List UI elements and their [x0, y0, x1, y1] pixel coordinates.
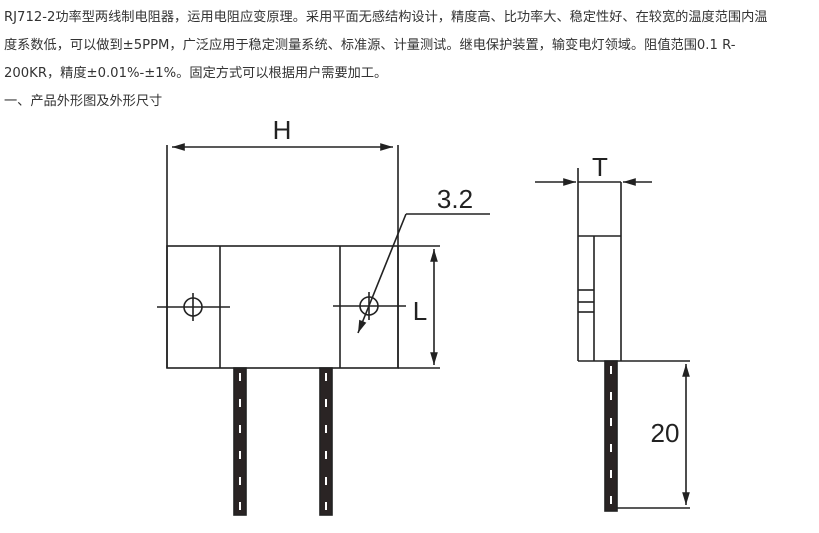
dim-L-label: L: [413, 296, 427, 326]
dim-lead-label: 20: [651, 418, 680, 448]
description-line-1: RJ712-2功率型两线制电阻器，运用电阻应变原理。采用平面无感结构设计，精度高…: [4, 10, 768, 25]
description-line-2: 度系数低，可以做到±5PPM，广泛应用于稳定测量系统、标准源、计量测试。继电保护…: [4, 38, 736, 53]
side-view: T 20: [535, 152, 690, 512]
section-heading: 一、产品外形图及外形尺寸: [4, 94, 163, 109]
dim-H-label: H: [273, 115, 292, 145]
dim-T-label: T: [592, 152, 608, 182]
front-view: H 3.2 L: [157, 115, 490, 516]
dim-hole-label: 3.2: [437, 184, 473, 214]
description-line-3: 200KR，精度±0.01%-±1%。固定方式可以根据用户需要加工。: [4, 66, 388, 81]
